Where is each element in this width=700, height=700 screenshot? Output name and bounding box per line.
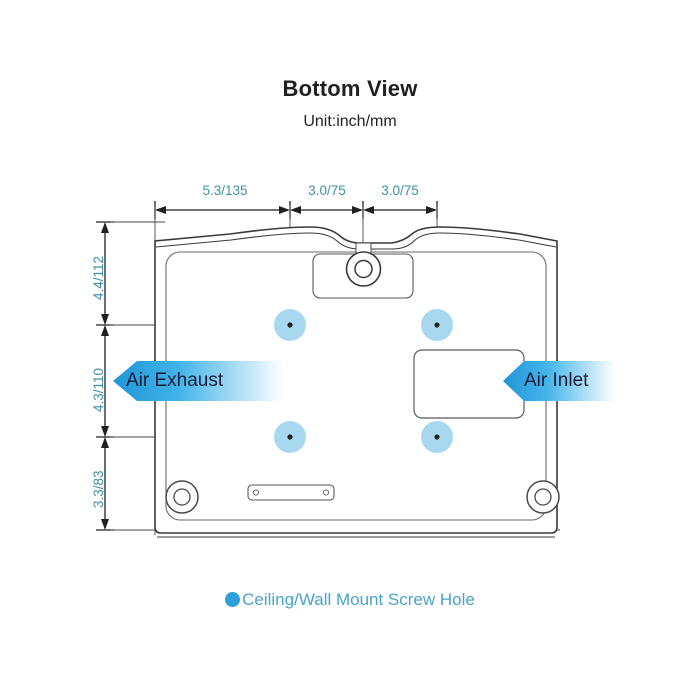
projector-top-edge-inner: [155, 232, 557, 250]
dimension-label-horizontal-3: 3.0/75: [381, 183, 419, 198]
screw-hole-group: [274, 309, 453, 453]
screw-hole-center-dot-tr: [434, 322, 440, 328]
screw-hole-center-dot-br: [434, 434, 440, 440]
horizontal-dimension-arrowheads: [155, 206, 437, 214]
dimension-label-vertical-3: 3.3/83: [91, 470, 106, 508]
air-exhaust-arrow: [113, 361, 283, 401]
dimension-label-vertical-1: 4.4/112: [91, 255, 106, 300]
page-title: Bottom View: [282, 76, 418, 101]
legend-label: Ceiling/Wall Mount Screw Hole: [242, 590, 475, 609]
vertical-dimension-arrowheads: [101, 222, 109, 530]
dimension-label-vertical-2: 4.3/110: [91, 367, 106, 412]
foot-right-inner: [534, 488, 552, 506]
label-plate-hole-left: [252, 489, 260, 496]
dimension-label-horizontal-2: 3.0/75: [308, 183, 346, 198]
label-plate: [247, 484, 335, 501]
foot-left-inner: [173, 488, 191, 506]
lens-inner-ring: [354, 259, 373, 279]
screw-hole-center-dot-tl: [287, 322, 293, 328]
screw-hole-legend-icon: [225, 592, 241, 607]
legend: Ceiling/Wall Mount Screw Hole: [0, 590, 700, 610]
unit-subtitle: Unit:inch/mm: [303, 113, 397, 130]
label-plate-hole-right: [322, 489, 330, 496]
air-inlet-arrow: [503, 361, 615, 401]
projector-outer-body: [154, 226, 558, 534]
dimension-label-horizontal-1: 5.3/135: [202, 183, 248, 198]
screw-hole-center-dot-bl: [287, 434, 293, 440]
air-exhaust-label: Air Exhaust: [126, 370, 224, 391]
air-inlet-label: Air Inlet: [524, 370, 589, 391]
